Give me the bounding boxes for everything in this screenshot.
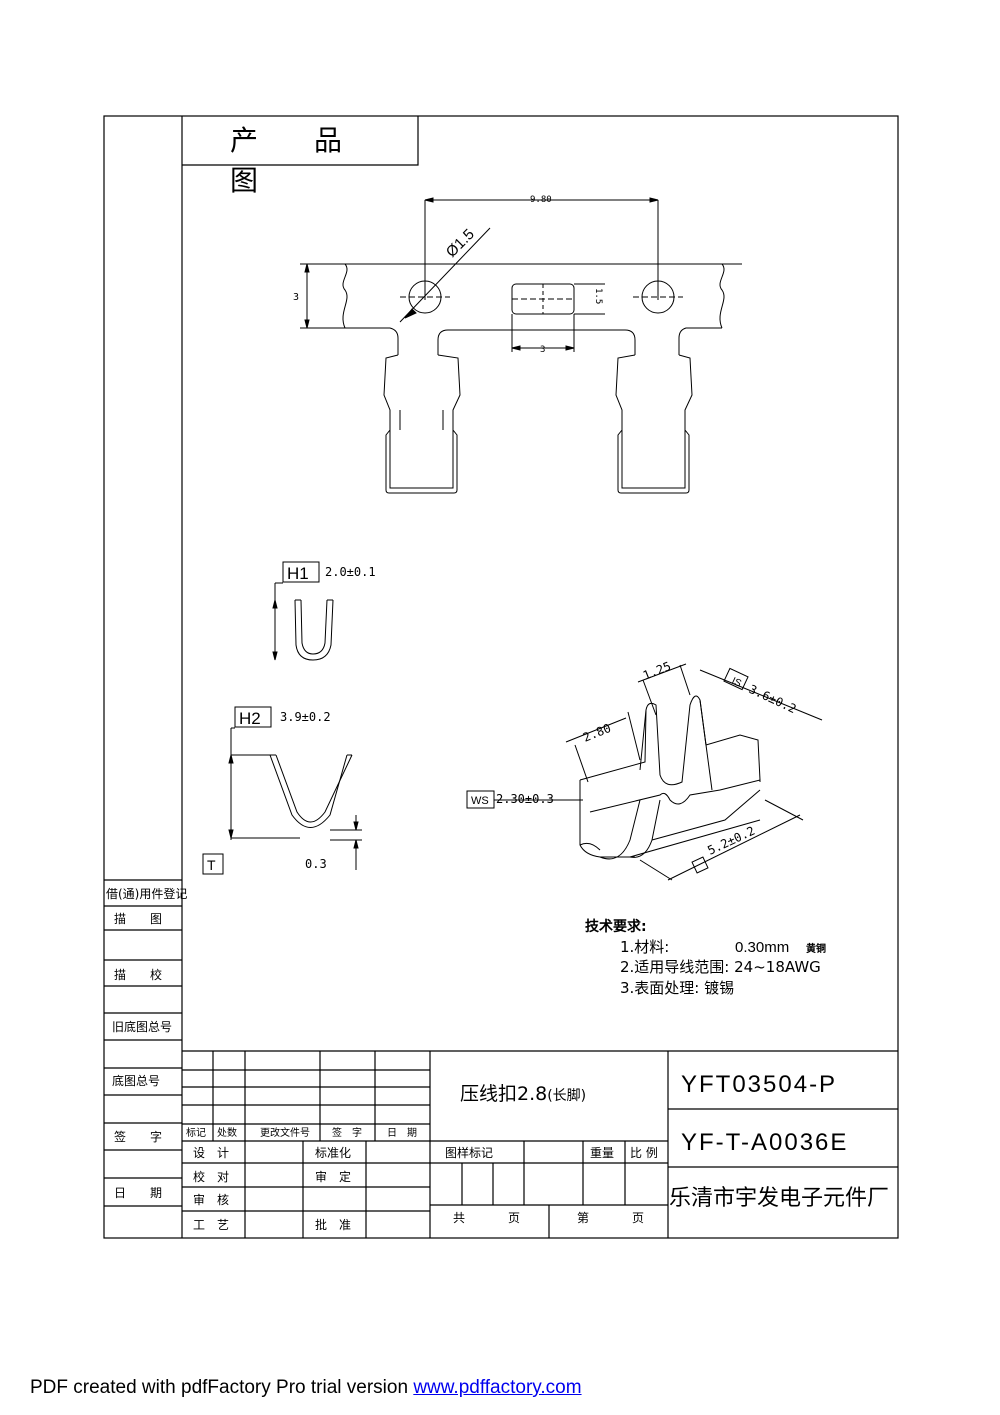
title-box [182, 116, 419, 166]
weight-label: 重量 [590, 1146, 614, 1160]
dim-slot-height: 1.5 [593, 288, 603, 304]
h2-tag: H2 [239, 709, 261, 728]
t-tag: T [207, 857, 216, 873]
iso-ws-value: 2.30±0.3 [496, 792, 554, 806]
pdf-footer: PDF created with pdfFactory Pro trial ve… [30, 1377, 582, 1399]
h2-value: 3.9±0.2 [280, 710, 331, 724]
iso-view [466, 663, 823, 881]
req-heading: 技术要求: [585, 918, 647, 935]
dim-width: 9.80 [530, 195, 552, 205]
sheet-no-label: 第 [577, 1211, 589, 1225]
iso-is-tag: IS [730, 676, 744, 690]
mark-label: 图样标记 [445, 1145, 493, 1160]
h1-view [272, 561, 334, 661]
left-c2: 描 图 [114, 912, 162, 926]
left-c3: 描 校 [114, 967, 162, 982]
left-c7: 日 期 [114, 1186, 162, 1200]
title-box-line1: 产 品 [230, 124, 342, 157]
iso-l-value: 5.2±0.2 [705, 824, 757, 858]
top-view [300, 197, 742, 494]
rev-h-doc: 更改文件号 [260, 1126, 310, 1139]
outer-frame [103, 115, 899, 1239]
drawing-code: YF-T-A0036E [681, 1129, 848, 1156]
h1-value: 2.0±0.1 [325, 565, 376, 579]
req-item1-note: 黄铜 [806, 942, 826, 955]
h2-view [202, 706, 362, 875]
footer-link[interactable]: www.pdffactory.com [413, 1377, 582, 1398]
left-c6: 签 字 [114, 1129, 162, 1144]
rev-h-count: 处数 [217, 1126, 237, 1139]
left-column-grid [104, 879, 182, 1207]
row-review: 审 核 [193, 1192, 229, 1207]
dim-height: 3 [293, 292, 299, 303]
iso-dim-280: 2.80 [581, 721, 613, 745]
company-name: 乐清市宇发电子元件厂 [669, 1186, 889, 1211]
req-item1-value: 0.30mm [735, 939, 789, 956]
row-std: 标准化 [315, 1146, 351, 1160]
left-c5: 底图总号 [112, 1073, 160, 1088]
page1-label: 页 [508, 1211, 520, 1225]
row-process: 工 艺 [193, 1218, 229, 1232]
rev-h-date: 日 期 [387, 1127, 417, 1139]
h2-thickness: 0.3 [305, 857, 327, 871]
iso-dim-125: 1.25 [641, 659, 673, 683]
h1-tag: H1 [287, 564, 309, 583]
req-item2: 2.适用导线范围: 24~18AWG [620, 958, 821, 976]
req-item3: 3.表面处理: 镀锡 [620, 979, 734, 997]
row-approve: 批 准 [315, 1217, 351, 1232]
page2-label: 页 [632, 1211, 644, 1225]
total-label: 共 [453, 1211, 465, 1225]
rev-h-sign: 签 字 [332, 1126, 362, 1139]
iso-is-value: 3.6±0.2 [747, 682, 799, 716]
row-design: 设 计 [193, 1146, 229, 1160]
left-c1: 借(通)用件登记 [106, 886, 187, 901]
title-box-line2: 图 [230, 164, 258, 197]
title-block-grid [182, 1050, 898, 1238]
dim-slot-width: 3 [540, 345, 545, 355]
part-code: YFT03504-P [681, 1071, 837, 1098]
rev-h-mark: 标记 [186, 1127, 206, 1139]
iso-ws-tag: WS [471, 795, 489, 807]
scale-label: 比 例 [630, 1146, 658, 1160]
part-name: 压线扣2.8(长脚) [460, 1083, 586, 1105]
row-check: 校 对 [193, 1169, 229, 1184]
row-approve-set: 审 定 [315, 1169, 351, 1184]
left-c4: 旧底图总号 [112, 1019, 172, 1034]
footer-text: PDF created with pdfFactory Pro trial ve… [30, 1377, 414, 1398]
dim-hole: Ø1.5 [443, 226, 478, 261]
req-item1-label: 1.材料: [620, 938, 669, 956]
